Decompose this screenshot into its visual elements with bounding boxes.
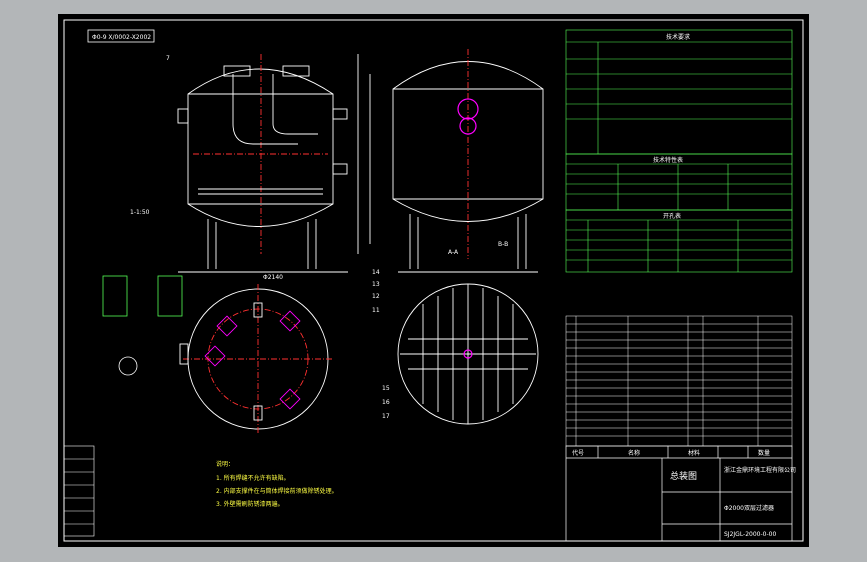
part-17: 17	[382, 413, 390, 420]
note-2: 2. 内部支撑件在与筒体焊接前须做除锈处理。	[216, 487, 338, 495]
part-14: 14	[372, 269, 380, 276]
note-1: 1. 所有焊缝不允许有缺陷。	[216, 474, 290, 482]
tech-requirements-table	[565, 29, 793, 155]
col-code: 代号	[572, 449, 584, 457]
part-7: 7	[166, 55, 170, 62]
section-label: B-B	[498, 241, 508, 248]
part-11: 11	[372, 307, 380, 314]
tech-req-title: 技术要求	[666, 33, 690, 41]
drawing-sheet: Φ0-9 X/0002-X2002 Φ2140 1-1:50	[58, 14, 809, 547]
cad-drawing: Φ0-9 X/0002-X2002 Φ2140 1-1:50	[63, 19, 804, 542]
detail-views	[102, 275, 183, 376]
side-label: 1-1:50	[130, 209, 150, 216]
corner-code-box	[87, 29, 155, 43]
outer-frame	[63, 19, 804, 542]
part-16: 16	[382, 399, 390, 406]
manway-circle	[457, 98, 479, 120]
side-view	[392, 49, 544, 273]
nozzle-circle	[459, 117, 477, 135]
nozzle-table	[565, 209, 793, 273]
product-name: Φ2000双层过滤器	[724, 504, 774, 512]
front-view	[177, 54, 371, 273]
note-3: 3. 外壁需刷防锈漆两遍。	[216, 500, 284, 508]
plan-view	[179, 284, 333, 434]
part-13: 13	[372, 281, 380, 288]
col-name: 名称	[628, 449, 640, 457]
left-stamp-table	[63, 445, 95, 537]
col-material: 材料	[688, 449, 700, 457]
corner-code: Φ0-9 X/0002-X2002	[92, 34, 151, 41]
drawing-number: SJ2JGL-2000-0-00	[724, 531, 776, 538]
col-qty: 数量	[758, 449, 770, 457]
part-12: 12	[372, 293, 380, 300]
drawing-name: 总装图	[670, 470, 697, 482]
parts-list	[565, 315, 793, 447]
section-view	[397, 283, 539, 425]
side-view-label: A-A	[448, 249, 459, 256]
section-center	[463, 349, 473, 359]
nozzle-table-title: 开孔表	[663, 212, 681, 220]
notes-title: 说明：	[216, 460, 234, 468]
company-name: 浙江金鼎环境工程有限公司	[724, 466, 796, 474]
part-15: 15	[382, 385, 390, 392]
title-block	[565, 445, 793, 542]
tech-params-title: 技术特性表	[653, 156, 683, 164]
front-dim-label: Φ2140	[263, 274, 283, 281]
